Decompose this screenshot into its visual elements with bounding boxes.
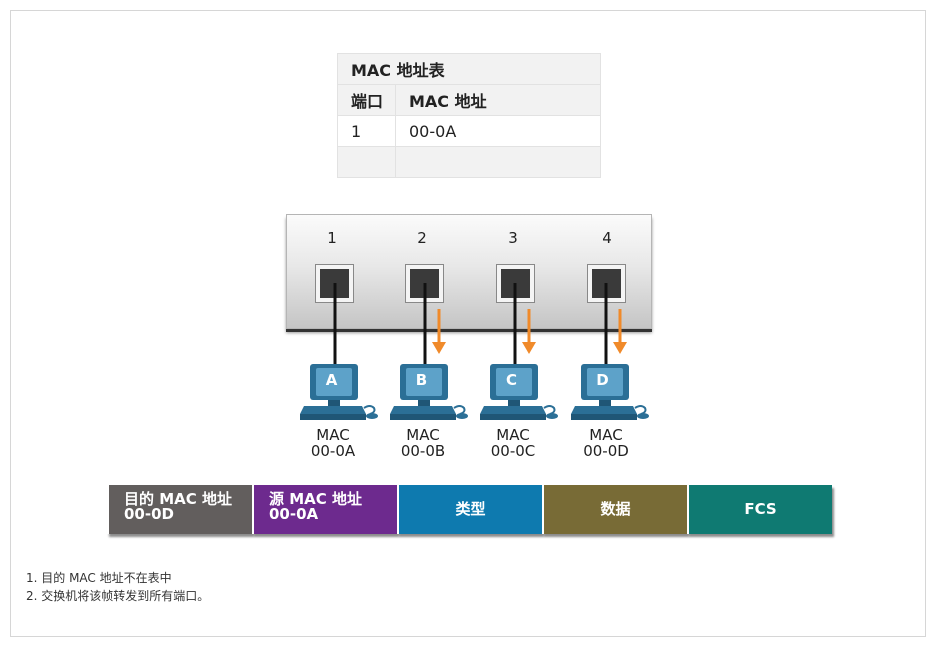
pc-b: B: [390, 362, 468, 426]
mac-label: MAC: [406, 426, 440, 444]
field-value: 00-0D: [124, 505, 174, 523]
pc-letter: D: [596, 371, 609, 389]
table-row: [337, 146, 601, 178]
frame-field-fcs: FCS: [687, 485, 832, 534]
field-value: 00-0A: [269, 505, 319, 523]
frame-field-data: 数据: [542, 485, 687, 534]
mac-table-cell-mac: 00-0A: [395, 115, 601, 147]
arrow-to-d: [613, 309, 627, 354]
mac-label: MAC: [316, 426, 350, 444]
computer-icon: [480, 364, 558, 420]
mac-label: MAC: [496, 426, 530, 444]
arrow-to-c: [522, 309, 536, 354]
pc-d: D: [571, 362, 649, 426]
mac-value: 00-0C: [490, 442, 536, 460]
pc-letter: C: [505, 371, 517, 389]
computer-icon: [390, 364, 468, 420]
frame-field-type: 类型: [397, 485, 542, 534]
port-number-4: 4: [602, 229, 612, 247]
host-d-label: MAC 00-0D: [566, 427, 646, 459]
mac-table-header-mac: MAC 地址: [395, 84, 601, 116]
field-label: 数据: [600, 500, 631, 518]
mac-value: 00-0D: [583, 442, 629, 460]
content-frame: [10, 10, 926, 637]
pc-c: C: [480, 362, 558, 426]
mac-label: MAC: [589, 426, 623, 444]
arrow-to-b: [432, 309, 446, 354]
mac-table-cell-mac: [395, 146, 601, 178]
mac-address-table: MAC 地址表 端口 MAC 地址 1 00-0A: [337, 53, 601, 178]
host-c-label: MAC 00-0C: [473, 427, 553, 459]
field-label: 目的 MAC 地址: [124, 490, 232, 508]
computer-icon: [300, 364, 378, 420]
port-number-3: 3: [508, 229, 518, 247]
host-a-label: MAC 00-0A: [293, 427, 373, 459]
notes: 1. 目的 MAC 地址不在表中 2. 交换机将该帧转发到所有端口。: [26, 569, 209, 605]
field-label: FCS: [744, 500, 777, 518]
mac-table-cell-port: [337, 146, 396, 178]
host-b-label: MAC 00-0B: [383, 427, 463, 459]
field-label: 类型: [455, 500, 486, 518]
note-2: 2. 交换机将该帧转发到所有端口。: [26, 589, 210, 603]
mac-value: 00-0A: [310, 442, 356, 460]
pc-letter: B: [415, 371, 428, 389]
pc-letter: A: [325, 371, 338, 389]
port-number-1: 1: [327, 229, 337, 247]
pc-a: A: [300, 362, 378, 426]
computer-icon: [571, 364, 649, 420]
frame-field-dest-mac: 目的 MAC 地址 00-0D: [107, 485, 252, 534]
frame-field-src-mac: 源 MAC 地址 00-0A: [252, 485, 397, 534]
note-1: 1. 目的 MAC 地址不在表中: [26, 571, 172, 585]
mac-value: 00-0B: [400, 442, 446, 460]
port-number-2: 2: [417, 229, 427, 247]
mac-table-cell-port: 1: [337, 115, 396, 147]
field-label: 源 MAC 地址: [269, 490, 362, 508]
table-row: 1 00-0A: [337, 115, 601, 147]
